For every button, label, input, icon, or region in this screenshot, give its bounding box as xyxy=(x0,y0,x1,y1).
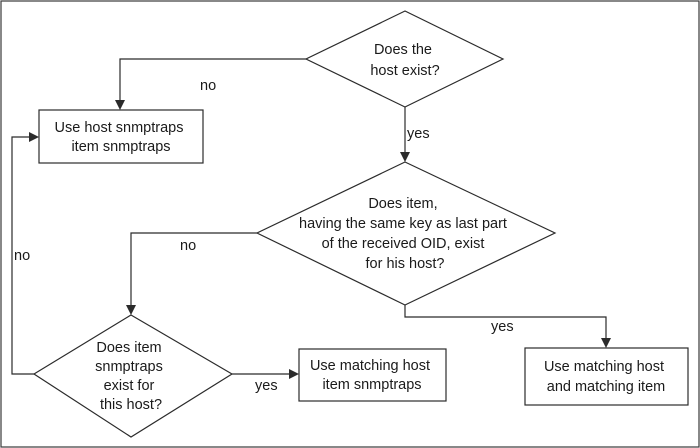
decision-host-exists-line-1: Does the xyxy=(374,42,432,58)
process-use-matching-host-item-line-2: and matching item xyxy=(547,379,665,395)
decision-item-snmptraps-line-2: snmptraps xyxy=(95,359,163,375)
edge-item-snmptraps-yes xyxy=(232,369,299,379)
svg-text:Does item, having the sa: Does item, having the same key as last p… xyxy=(299,196,511,272)
decision-host-exists: Does the host exist? xyxy=(304,10,505,108)
decision-item-snmptraps-line-4: this host? xyxy=(100,397,162,413)
edge-host-exists-yes xyxy=(400,107,410,162)
decision-host-exists-line-2: host exist? xyxy=(370,63,439,79)
edge-item-key-no xyxy=(126,232,257,315)
decision-item-snmptraps-exists: Does item snmptraps exist for this host? xyxy=(32,314,234,438)
decision-item-key-line-2: having the same key as last part xyxy=(299,216,507,232)
decision-item-key-exists: Does item, having the same key as last p… xyxy=(255,161,557,306)
decision-item-key-line-4: for his host? xyxy=(366,256,445,272)
process-use-matching-host-item-line-1: Use matching host xyxy=(544,359,664,375)
process-use-host-snmptraps: Use host snmptraps item snmptraps xyxy=(38,109,204,164)
svg-text:Use matching host item s: Use matching host item snmptraps xyxy=(310,358,434,393)
edge-label-item-key-no: no xyxy=(180,238,196,254)
edge-label-item-snmptraps-yes: yes xyxy=(255,378,278,394)
edge-label-item-snmptraps-no: no xyxy=(14,248,30,264)
svg-text:Does the host exist?: Does the host exist? xyxy=(370,42,439,79)
decision-item-snmptraps-line-1: Does item xyxy=(96,340,161,356)
process-use-matching-host-snmptraps-line-1: Use matching host xyxy=(310,358,430,374)
process-use-host-snmptraps-line-1: Use host snmptraps xyxy=(55,120,184,136)
edge-label-item-key-yes: yes xyxy=(491,319,514,335)
process-use-matching-host-snmptraps: Use matching host item snmptraps xyxy=(298,348,447,402)
decision-item-key-line-3: of the received OID, exist xyxy=(322,236,485,252)
svg-text:Use host snmptraps item: Use host snmptraps item snmptraps xyxy=(55,120,188,155)
svg-text:Use matching host and ma: Use matching host and matching item xyxy=(544,359,668,395)
edge-host-exists-no xyxy=(115,58,306,110)
process-use-matching-host-snmptraps-line-2: item snmptraps xyxy=(322,377,421,393)
edge-item-key-yes xyxy=(404,305,611,348)
edge-label-host-exists-yes: yes xyxy=(407,126,430,142)
process-use-host-snmptraps-line-2: item snmptraps xyxy=(71,139,170,155)
decision-item-snmptraps-line-3: exist for xyxy=(104,378,155,394)
process-use-matching-host-item: Use matching host and matching item xyxy=(524,347,689,406)
svg-text:Does item snmptraps: Does item snmptraps exist for this host? xyxy=(95,340,167,413)
decision-item-key-line-1: Does item, xyxy=(368,196,437,212)
edge-item-snmptraps-no xyxy=(11,132,39,375)
edge-label-host-exists-no: no xyxy=(200,78,216,94)
